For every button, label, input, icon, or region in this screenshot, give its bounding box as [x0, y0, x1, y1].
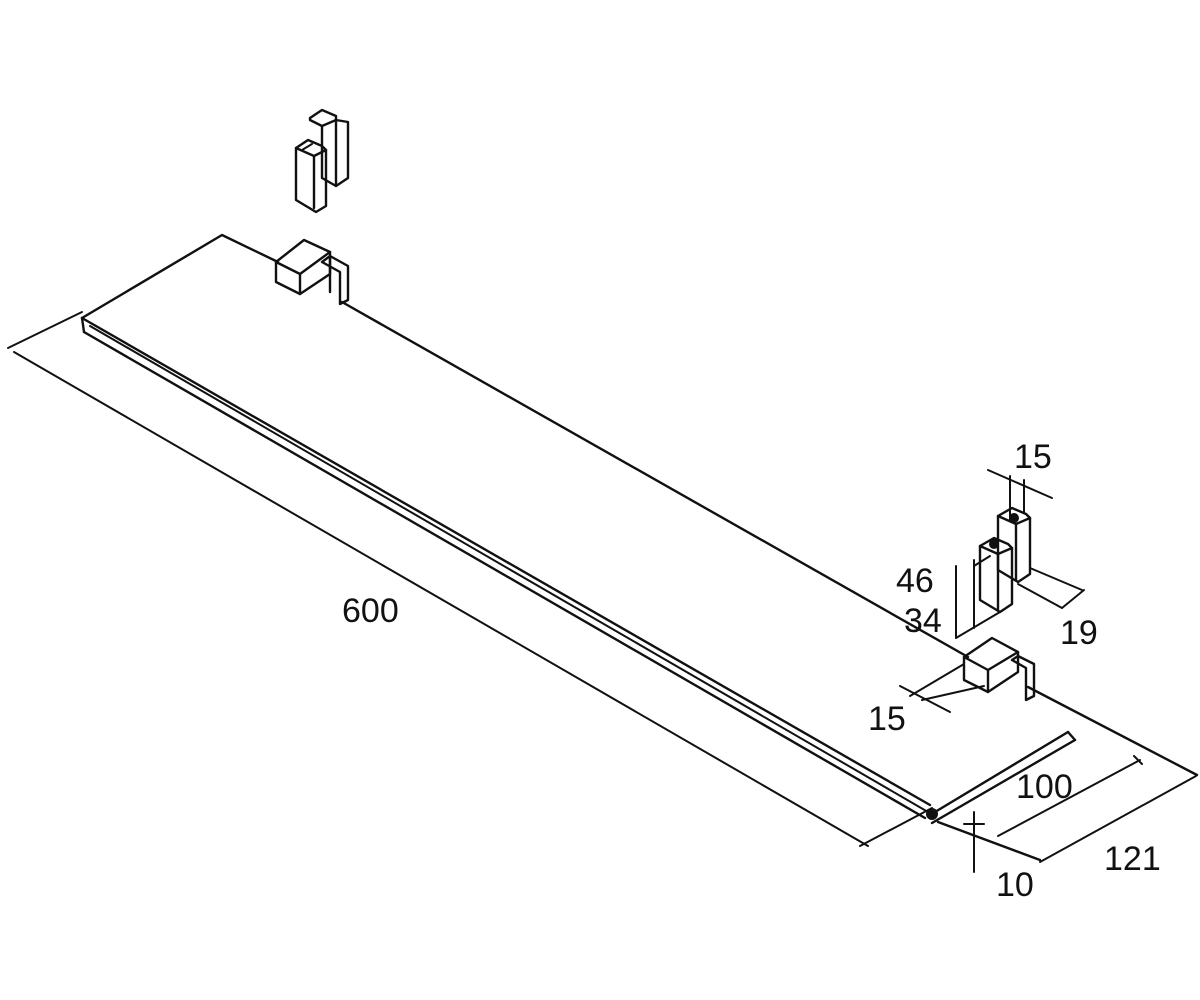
bracket-right	[962, 636, 1036, 702]
dim-thickness-10: 10	[996, 866, 1034, 904]
dim-length-600: 600	[342, 592, 399, 630]
posts-left	[294, 108, 350, 214]
dim-height-46: 46	[896, 562, 934, 600]
bracket-left	[274, 238, 350, 306]
dim-width-121: 121	[1104, 840, 1161, 878]
base-plate	[80, 233, 1199, 862]
posts-right	[978, 506, 1032, 614]
dim-top-15: 15	[1014, 438, 1052, 476]
dim-height-34: 34	[904, 602, 942, 640]
dimension-lines	[7, 311, 1197, 873]
dim-span-100: 100	[1016, 768, 1073, 806]
dim-side-15: 15	[868, 700, 906, 738]
dim-depth-19: 19	[1060, 614, 1098, 652]
